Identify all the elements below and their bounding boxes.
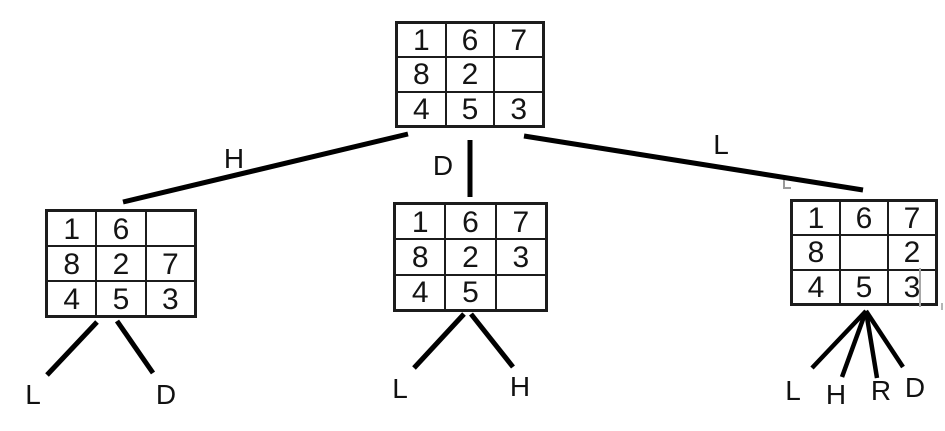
edge-root-left-line [122, 131, 409, 205]
puzzle-cell: 4 [47, 281, 97, 316]
puzzle-cell: 4 [792, 269, 840, 304]
puzzle-cell: 6 [96, 211, 146, 246]
stub-label-right-r: R [870, 375, 892, 406]
puzzle-cell: 4 [395, 274, 446, 310]
stub-label-left-d: D [155, 379, 177, 410]
puzzle-cell: 2 [888, 235, 936, 270]
stub-left-l-line [45, 320, 99, 377]
puzzle-cell: 7 [145, 246, 195, 281]
puzzle-cell: 6 [840, 201, 888, 236]
puzzle-cell: 1 [47, 211, 97, 246]
puzzle-cell: 1 [395, 204, 446, 240]
table-handle-artifact [783, 180, 791, 189]
edge-label-d: D [432, 150, 454, 181]
stub-label-right-l: L [785, 375, 801, 406]
stub-label-middle-h: H [509, 371, 531, 402]
puzzle-cell: 7 [495, 204, 546, 240]
puzzle-cell: 3 [888, 269, 936, 304]
puzzle-node-middle: 1 6 7 8 2 3 4 5 [393, 202, 548, 312]
puzzle-cell: 3 [145, 281, 195, 316]
edge-label-l: L [713, 129, 729, 160]
puzzle-cell: 2 [96, 246, 146, 281]
puzzle-cell: 1 [792, 201, 840, 236]
puzzle-cell-blank [145, 211, 195, 246]
puzzle-cell-blank [495, 274, 546, 310]
puzzle-node-right: 1 6 7 8 2 4 5 3 [790, 199, 938, 306]
puzzle-cell: 8 [792, 235, 840, 270]
puzzle-cell: 1 [397, 23, 446, 58]
puzzle-cell-blank [494, 57, 543, 92]
puzzle-cell: 5 [445, 91, 495, 126]
puzzle-cell: 5 [445, 274, 496, 310]
cell-border-artifact [919, 268, 921, 307]
stub-right-h-line [839, 310, 869, 378]
puzzle-cell: 2 [445, 57, 495, 92]
stub-middle-h-line [469, 312, 515, 369]
puzzle-cell: 8 [397, 57, 446, 92]
puzzle-cell: 4 [397, 91, 446, 126]
puzzle-cell-blank [840, 235, 888, 270]
puzzle-cell: 6 [445, 23, 495, 58]
puzzle-cell: 8 [47, 246, 97, 281]
stub-right-l-line [810, 309, 868, 370]
stub-middle-l-line [412, 312, 466, 370]
puzzle-cell: 6 [445, 204, 496, 240]
puzzle-node-left: 1 6 8 2 7 4 5 3 [45, 209, 197, 318]
puzzle-cell: 5 [96, 281, 146, 316]
edge-root-right-line [523, 133, 864, 193]
stub-label-right-d: D [904, 372, 926, 403]
puzzle-cell: 2 [445, 239, 496, 275]
stub-label-middle-l: L [392, 373, 408, 404]
puzzle-cell: 3 [494, 91, 543, 126]
stub-label-left-l: L [25, 379, 41, 410]
puzzle-cell: 8 [395, 239, 446, 275]
stub-right-d-line [864, 309, 905, 369]
stub-right-r-line [863, 310, 880, 379]
puzzle-cell: 5 [840, 269, 888, 304]
puzzle-cell: 7 [494, 23, 543, 58]
edge-label-h: H [223, 143, 245, 174]
stub-label-right-h: H [825, 379, 847, 410]
puzzle-node-root: 1 6 7 8 2 4 5 3 [395, 21, 545, 128]
puzzle-cell: 3 [495, 239, 546, 275]
corner-mark-artifact [941, 303, 943, 310]
puzzle-cell: 7 [888, 201, 936, 236]
stub-left-d-line [114, 319, 156, 375]
